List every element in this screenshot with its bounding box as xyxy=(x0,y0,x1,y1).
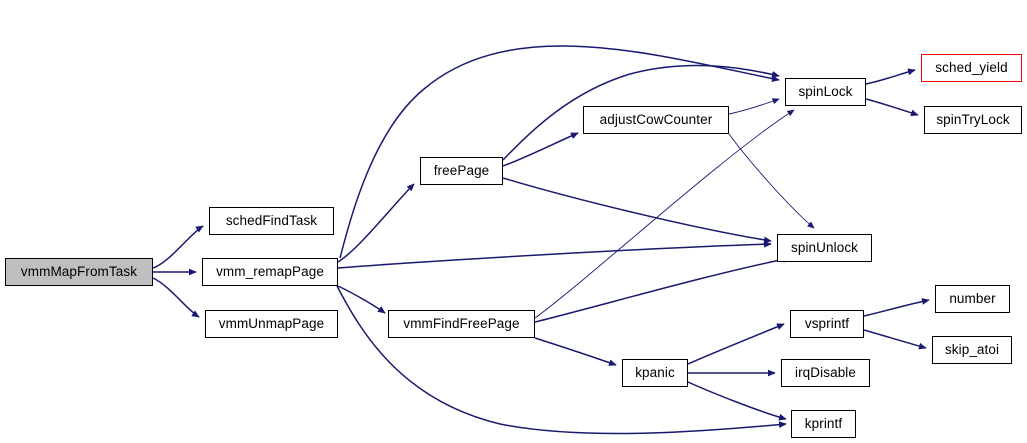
node-vmm_remapPage[interactable]: vmm_remapPage xyxy=(202,258,338,286)
edge-vmm_remapPage-to-kprintf xyxy=(336,285,787,435)
node-label-spinUnlock: spinUnlock xyxy=(790,240,859,256)
node-adjustCowCounter[interactable]: adjustCowCounter xyxy=(583,106,729,134)
edge-adjustCowCounter-to-spinUnlock xyxy=(728,133,815,229)
node-irqDisable[interactable]: irqDisable xyxy=(781,359,870,387)
node-label-vsprintf: vsprintf xyxy=(804,316,850,332)
edge-vmmFindFreePage-to-spinLock xyxy=(534,109,795,319)
node-vmmFindFreePage[interactable]: vmmFindFreePage xyxy=(388,310,535,338)
node-label-schedFindTask: schedFindTask xyxy=(225,213,318,229)
edge-vmmMapFromTask-to-schedFindTask xyxy=(152,225,204,269)
node-number[interactable]: number xyxy=(935,285,1010,313)
node-label-vmmUnmapPage: vmmUnmapPage xyxy=(218,316,325,332)
node-spinUnlock[interactable]: spinUnlock xyxy=(777,234,872,262)
node-label-irqDisable: irqDisable xyxy=(794,365,857,381)
edge-freePage-to-spinUnlock xyxy=(502,177,772,244)
node-label-vmmMapFromTask: vmmMapFromTask xyxy=(20,264,138,280)
node-spinLock[interactable]: spinLock xyxy=(785,78,866,106)
edge-adjustCowCounter-to-spinLock xyxy=(728,98,780,115)
node-vsprintf[interactable]: vsprintf xyxy=(790,310,864,338)
edge-vmm_remapPage-to-freePage xyxy=(337,183,415,263)
node-vmmMapFromTask[interactable]: vmmMapFromTask xyxy=(5,258,153,286)
edge-vmm_remapPage-to-spinUnlock xyxy=(337,240,772,269)
node-label-number: number xyxy=(949,291,996,307)
node-vmmUnmapPage[interactable]: vmmUnmapPage xyxy=(205,310,338,338)
node-sched_yield[interactable]: sched_yield xyxy=(921,54,1022,82)
node-freePage[interactable]: freePage xyxy=(420,157,503,185)
node-label-freePage: freePage xyxy=(433,163,490,179)
node-label-spinLock: spinLock xyxy=(798,84,853,100)
edge-vmmMapFromTask-to-vmmUnmapPage xyxy=(152,277,200,318)
edge-vmm_remapPage-to-vmmFindFreePage xyxy=(337,285,386,314)
node-kprintf[interactable]: kprintf xyxy=(791,410,856,438)
node-label-vmmFindFreePage: vmmFindFreePage xyxy=(403,316,520,332)
edge-vmm_remapPage-to-spinLock xyxy=(339,45,780,259)
edge-spinLock-to-sched_yield xyxy=(865,68,916,85)
node-schedFindTask[interactable]: schedFindTask xyxy=(209,207,334,235)
edge-vmmFindFreePage-to-kpanic xyxy=(534,337,617,366)
node-label-kpanic: kpanic xyxy=(635,365,675,381)
node-kpanic[interactable]: kpanic xyxy=(622,359,688,387)
edge-vsprintf-to-number xyxy=(863,298,930,317)
edge-kpanic-to-vsprintf xyxy=(687,323,785,365)
node-label-vmm_remapPage: vmm_remapPage xyxy=(216,264,324,280)
node-label-skip_atoi: skip_atoi xyxy=(944,342,1000,358)
node-label-spinTryLock: spinTryLock xyxy=(936,112,1010,128)
edge-vsprintf-to-skip_atoi xyxy=(863,329,927,350)
node-spinTryLock[interactable]: spinTryLock xyxy=(924,106,1022,134)
edge-kpanic-to-kprintf xyxy=(687,381,787,421)
edge-spinLock-to-spinTryLock xyxy=(865,98,919,117)
node-label-sched_yield: sched_yield xyxy=(935,60,1008,76)
node-label-kprintf: kprintf xyxy=(804,416,843,432)
edge-vmmFindFreePage-to-spinUnlock xyxy=(534,256,791,323)
node-skip_atoi[interactable]: skip_atoi xyxy=(932,336,1012,364)
node-label-adjustCowCounter: adjustCowCounter xyxy=(599,112,713,128)
edge-freePage-to-adjustCowCounter xyxy=(502,132,579,167)
